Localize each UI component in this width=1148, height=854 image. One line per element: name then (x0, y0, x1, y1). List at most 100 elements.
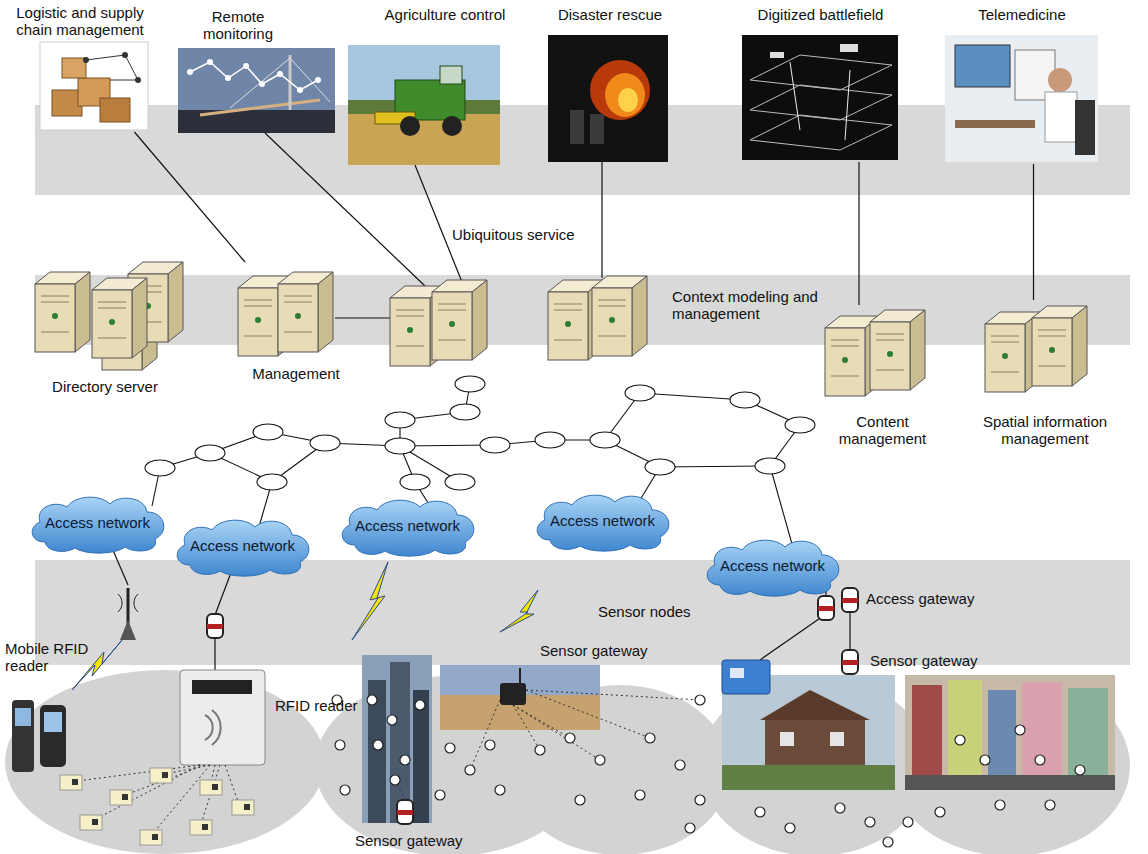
server-cluster (35, 272, 90, 352)
application-node: Remote monitoring (178, 8, 338, 135)
sensor-links (470, 700, 500, 770)
sensor-gateway-icons (842, 588, 858, 612)
sensor-node (995, 800, 1005, 810)
rfid-reader-device (212, 710, 221, 745)
sensor-node (565, 733, 575, 743)
telemedicine-photo (955, 120, 1035, 128)
rfid-tag (162, 772, 168, 778)
telemedicine-photo (945, 35, 1098, 162)
layer-label: Mobile RFID reader (5, 640, 101, 675)
sensor-node (695, 695, 705, 705)
remote-monitoring-photo (259, 81, 265, 87)
logistics-photo (125, 55, 138, 80)
layer-bands (35, 105, 1130, 665)
server-cluster (1032, 306, 1087, 386)
disaster-photo (590, 114, 604, 144)
application-title: Disaster rescue (545, 6, 675, 23)
sensor-gateway-icons (207, 614, 223, 638)
logistics-photo (135, 77, 141, 83)
network-mesh (450, 404, 480, 420)
rfid-tag (72, 779, 78, 785)
sensor-gateway-icons (818, 596, 834, 620)
layer-label: RFID reader (275, 697, 358, 714)
wireless-bolt (500, 590, 538, 632)
server-label: Content management (828, 413, 938, 448)
remote-monitoring-photo (243, 63, 249, 69)
rfid-tag (232, 800, 254, 815)
remote-monitoring-photo (178, 48, 335, 133)
sensor-node (445, 743, 455, 753)
application-node: Agriculture control (345, 6, 525, 166)
sensor-links (526, 690, 650, 738)
network-label: Access network (550, 512, 655, 529)
access-network-cloud: Access network (530, 490, 675, 552)
disaster-photo (570, 110, 584, 144)
service-lines (601, 162, 602, 278)
sensor-node (955, 735, 965, 745)
layer-label: Sensor gateway (355, 832, 463, 849)
sensor-gateway-icons (842, 650, 858, 674)
network-mesh (785, 417, 815, 433)
network-mesh (385, 438, 415, 454)
battlefield-photo (750, 85, 892, 120)
battlefield-photo (750, 55, 892, 90)
rfid-tag-links (70, 765, 240, 837)
server-cluster (870, 310, 925, 390)
disaster-photo (618, 88, 638, 112)
network-mesh (755, 458, 785, 474)
mobile-rfid-reader (15, 708, 31, 726)
network-mesh (770, 466, 792, 544)
network-mesh (145, 376, 815, 544)
sensor-node (645, 733, 655, 743)
antenna-icon (134, 594, 138, 612)
sensor-node (465, 765, 475, 775)
rfid-tag (60, 775, 82, 790)
service-lines (265, 133, 425, 286)
connector-line (1033, 164, 1034, 300)
layer-label: Sensor gateway (870, 652, 978, 669)
disaster-photo (548, 35, 668, 162)
sensor-node (675, 760, 685, 770)
network-mesh (195, 445, 225, 461)
application-title: Remote monitoring (190, 8, 286, 43)
layer-label: Ubiquitous service (452, 226, 575, 243)
sensor-board (730, 668, 744, 678)
server-group: Management (232, 262, 360, 382)
antenna-icon (120, 620, 136, 640)
disaster-photo (605, 73, 645, 117)
layer-label: Access gateway (866, 590, 974, 607)
sensor-node (485, 740, 495, 750)
network-mesh (535, 432, 565, 448)
sensor-gateway-icons (207, 588, 858, 824)
rfid-tag (244, 804, 250, 810)
rfid-tag-links (120, 765, 205, 797)
sensor-links (513, 705, 540, 750)
telemedicine-photo (1048, 68, 1072, 92)
network-mesh (625, 385, 655, 401)
logistics-photo (62, 58, 86, 78)
network-label: Access network (720, 557, 825, 574)
network-mesh (645, 459, 675, 475)
city-photo (1068, 688, 1108, 775)
street-photo (765, 720, 865, 765)
sensor-node (1075, 765, 1085, 775)
sensor-node (435, 790, 445, 800)
network-mesh (445, 474, 475, 490)
sensor-links (526, 690, 700, 700)
server-cluster (432, 280, 487, 360)
battlefield-photo (750, 115, 892, 150)
sensor-node (865, 817, 875, 827)
sensor-links (513, 705, 570, 738)
agriculture-photo (348, 45, 500, 165)
battlefield-photo (790, 62, 800, 130)
logistics-photo (110, 80, 138, 81)
rfid-tag (190, 820, 212, 835)
rfid-tag (152, 834, 158, 840)
battlefield-photo (770, 52, 784, 58)
connector-line (134, 132, 245, 262)
mobile-rfid-reader (44, 712, 62, 732)
application-node: Digitized battlefield (738, 6, 903, 162)
buildings-photo (390, 662, 410, 823)
